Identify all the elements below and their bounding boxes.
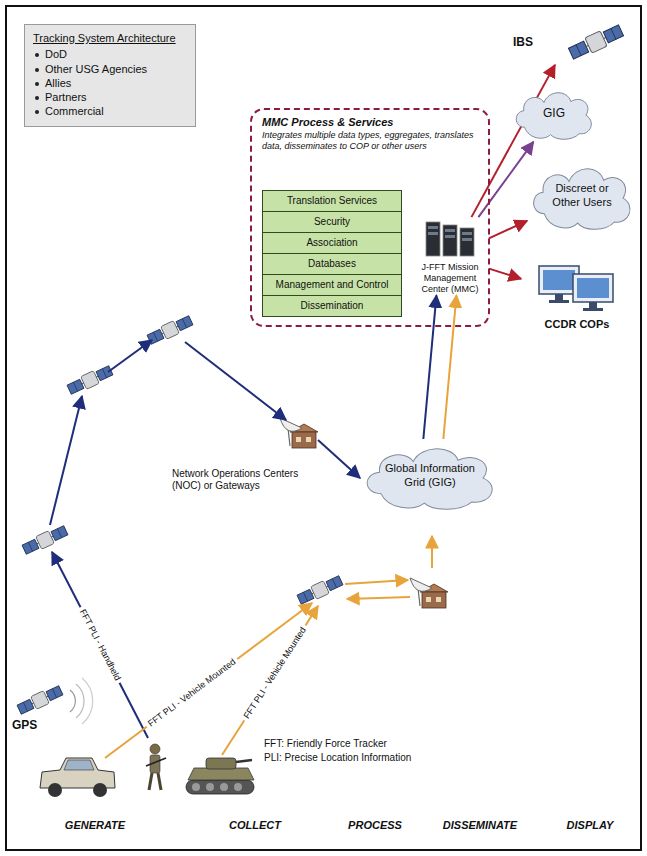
flow-arrow xyxy=(423,295,436,439)
server-node: J-FFT Mission Management Center (MMC) xyxy=(412,218,488,294)
node-body: Integrates multiple data types, eggregat… xyxy=(262,130,478,153)
flow-arrow xyxy=(443,295,456,439)
key-note: PLI: Precise Location Information xyxy=(264,752,411,764)
node-heading: Dissemination xyxy=(267,300,397,312)
node-heading: Security xyxy=(267,216,397,228)
node-heading: Databases xyxy=(267,258,397,270)
flow-arrow xyxy=(489,221,527,238)
stage-label: PROCESS xyxy=(348,819,402,832)
link-label: FFT PLI - Handheld xyxy=(76,605,125,685)
service-row: Management and Control xyxy=(262,274,402,296)
user-cloud: Discreet or Other Users xyxy=(528,160,636,232)
bullet-dot xyxy=(35,82,39,86)
service-row: Dissemination xyxy=(262,295,402,317)
stage-label: DISSEMINATE xyxy=(443,819,517,832)
legend-item: Allies xyxy=(33,76,187,90)
stage-label: DISPLAY xyxy=(567,819,614,832)
node-heading: J-FFT Mission Management Center (MMC) xyxy=(412,262,488,294)
legend-item: Partners xyxy=(33,90,187,104)
bullet-dot xyxy=(35,68,39,72)
network-cloud: Global Information Grid (GIG) xyxy=(360,440,500,512)
service-row: Association xyxy=(262,232,402,254)
service-row: Translation Services xyxy=(262,190,402,212)
service-row: Security xyxy=(262,211,402,233)
node-heading: Global Information Grid (GIG) xyxy=(380,462,480,490)
node-heading: CCDR COPs xyxy=(522,318,632,331)
node-heading: Management and Control xyxy=(267,279,397,291)
process-panel: MMC Process & ServicesIntegrates multipl… xyxy=(250,108,490,327)
flow-arrow xyxy=(489,269,521,279)
satellite-icon xyxy=(566,24,626,60)
bullet-dot xyxy=(35,96,39,100)
link-label: FFT PLI - Vehicle Mounted xyxy=(240,623,310,724)
node-heading: Translation Services xyxy=(267,195,397,207)
legend-item: Commercial xyxy=(33,104,187,118)
computer-node: CCDR COPs xyxy=(522,262,632,331)
server-icon xyxy=(420,218,480,260)
node-heading: MMC Process & Services xyxy=(262,116,478,128)
flow-arrow xyxy=(478,142,533,217)
legend-box: Tracking System ArchitectureDoDOther USG… xyxy=(24,24,196,127)
satellite-node: IBS xyxy=(505,20,630,64)
bullet-dot xyxy=(35,53,39,57)
node-heading: GIG xyxy=(528,106,580,121)
stage-label: COLLECT xyxy=(229,819,281,832)
network-cloud: GIG xyxy=(512,86,596,141)
legend-item: Other USG Agencies xyxy=(33,62,187,76)
service-row: Databases xyxy=(262,253,402,275)
node-heading: IBS xyxy=(513,35,533,49)
bullet-dot xyxy=(35,110,39,114)
link-label: FFT PLI - Vehicle Mounted xyxy=(144,655,241,731)
computer-icon xyxy=(535,262,619,316)
node-heading: Discreet or Other Users xyxy=(548,182,616,210)
node-heading: Tracking System Architecture xyxy=(33,31,187,45)
satellite-label: GPS xyxy=(12,718,37,732)
key-note: FFT: Friendly Force Tracker xyxy=(264,738,387,750)
legend-item: DoD xyxy=(33,47,187,61)
gateway-label: Network Operations Centers (NOC) or Gate… xyxy=(172,468,300,492)
node-heading: Association xyxy=(267,237,397,249)
stage-label: GENERATE xyxy=(65,819,125,832)
